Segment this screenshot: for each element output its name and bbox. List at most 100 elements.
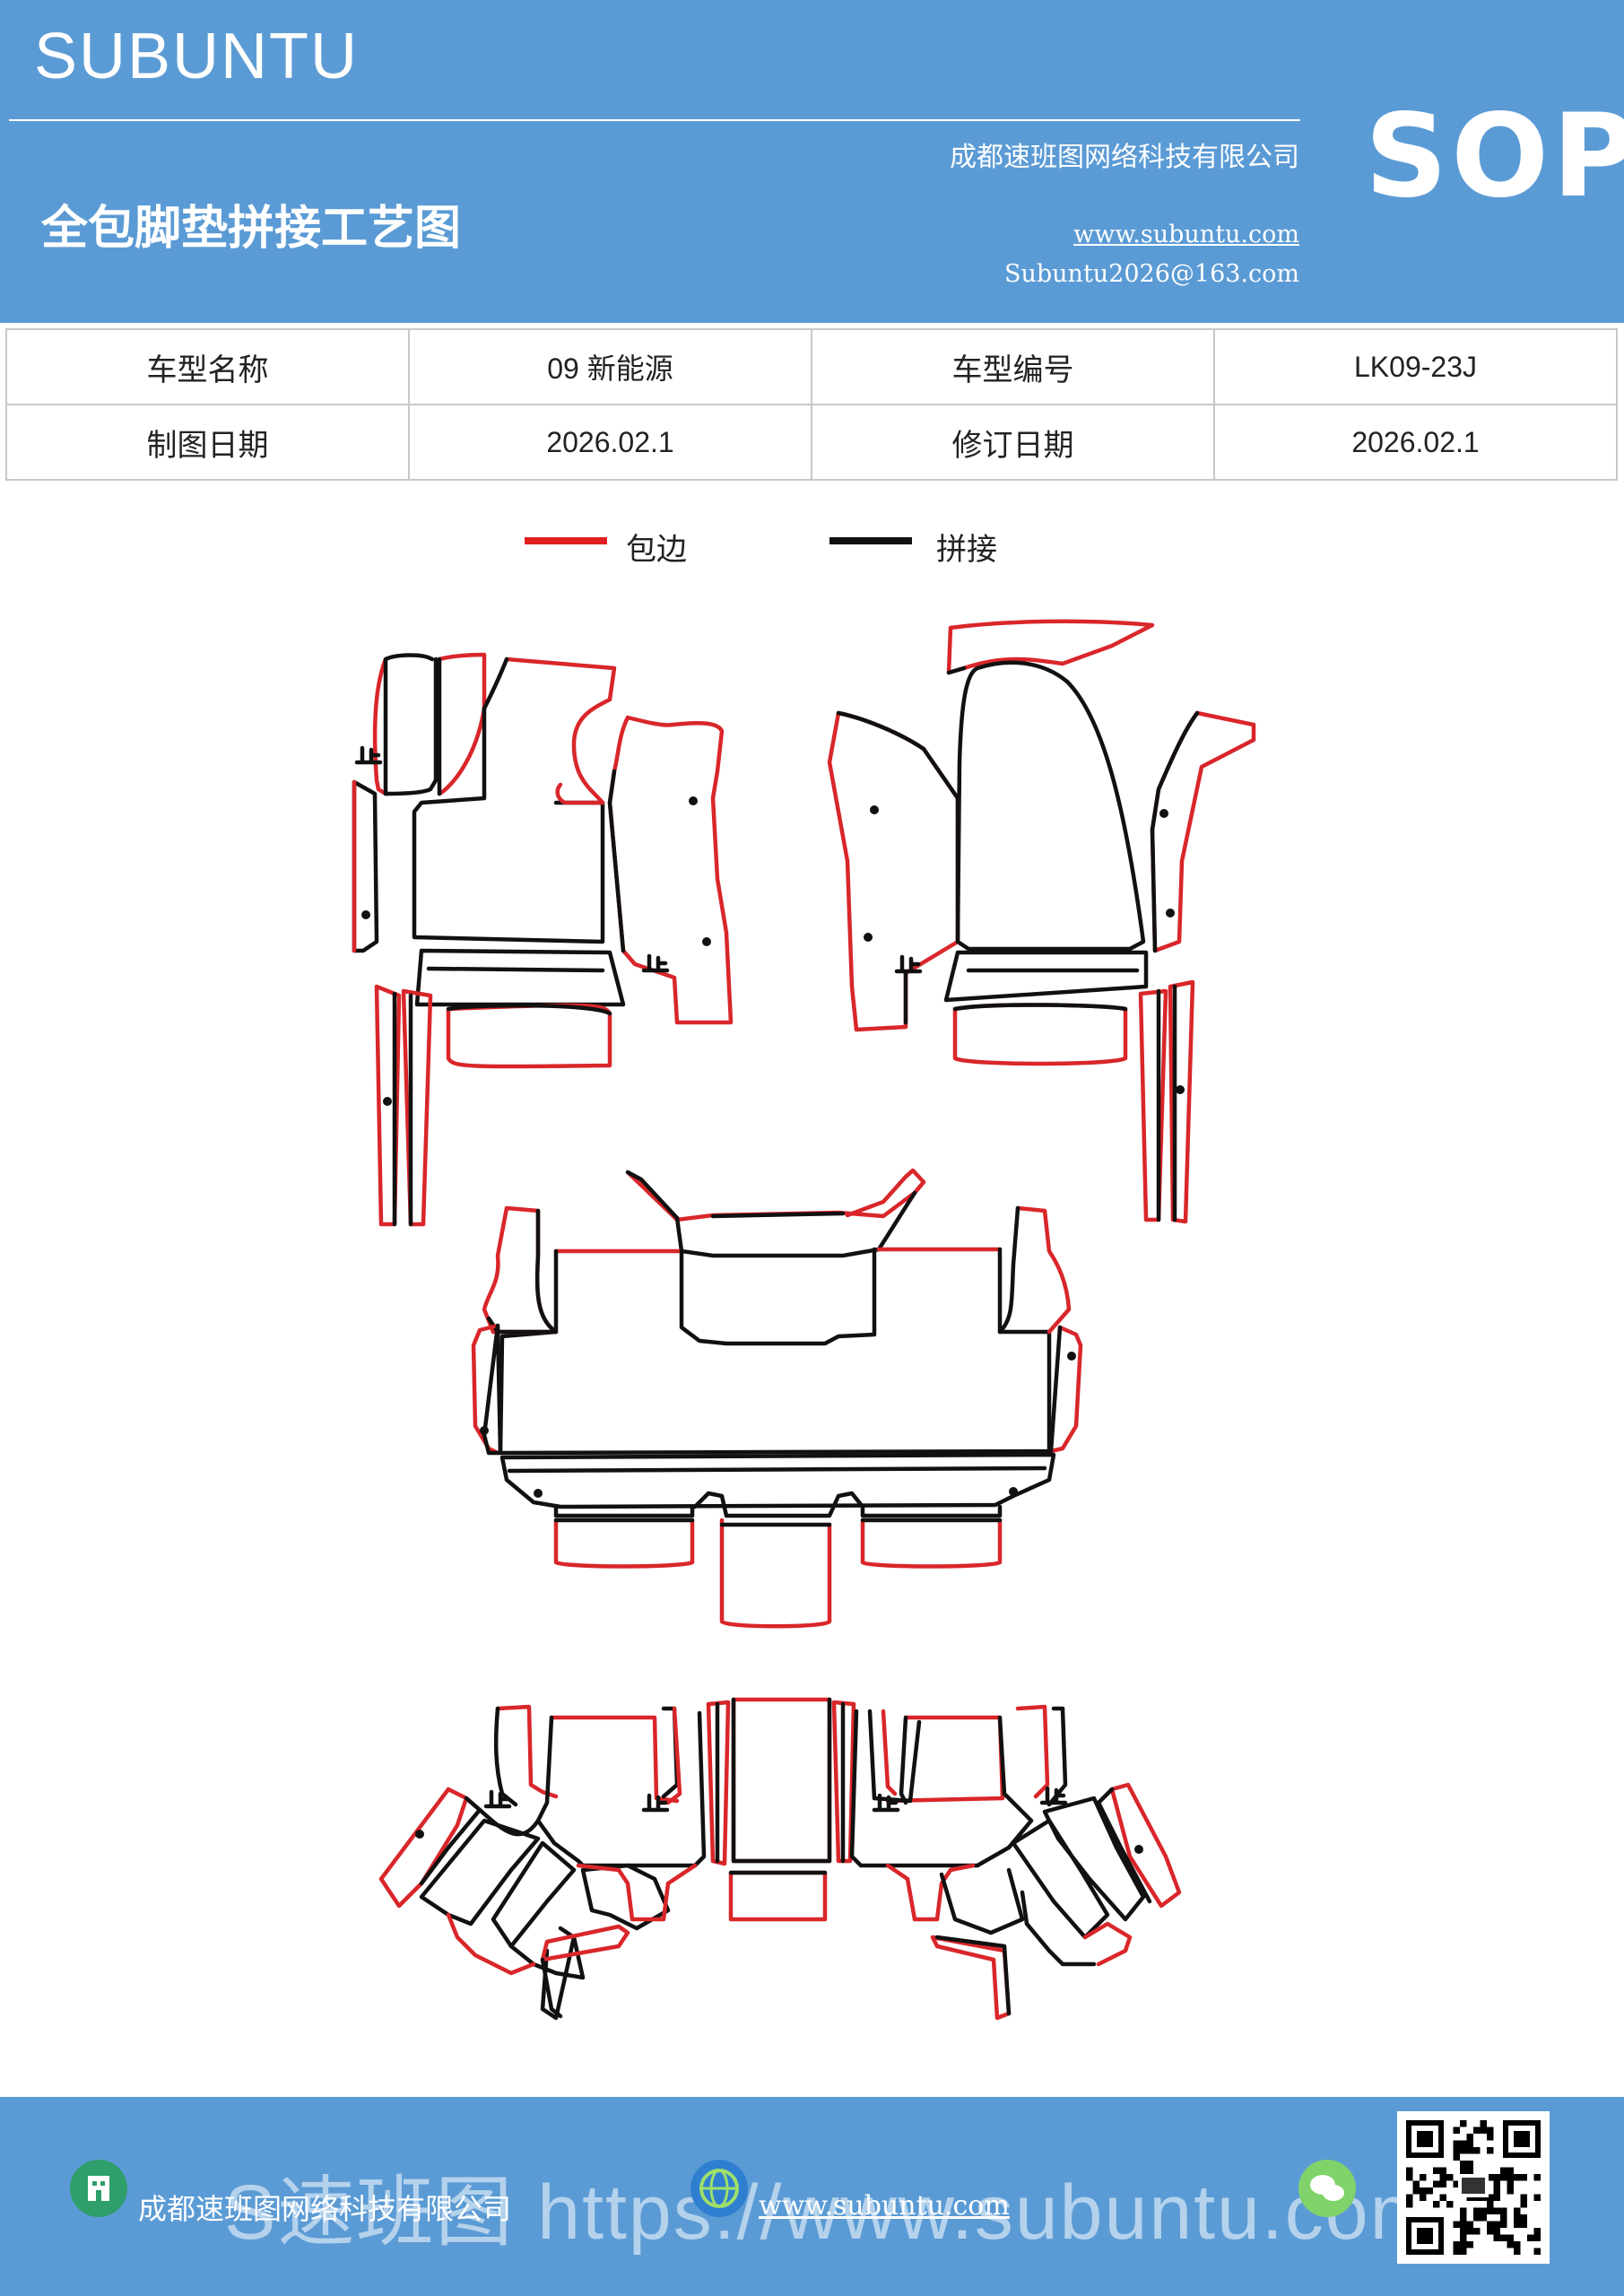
- fastener-dot: [864, 933, 873, 942]
- mat-piece-51: [1048, 1325, 1063, 1454]
- mat-piece-95: [1096, 1787, 1152, 1904]
- mat-piece-97: [1011, 1818, 1110, 1940]
- website-link[interactable]: www.subuntu.com: [1073, 221, 1299, 248]
- fastener-dot: [361, 910, 370, 919]
- mat-piece-15: [426, 966, 605, 973]
- mat-piece-43: [679, 1247, 877, 1346]
- mat-piece-9: [555, 782, 605, 805]
- mat-piece-70: [477, 1807, 541, 1837]
- mat-piece-32: [952, 1003, 1128, 1066]
- floor-mat-diagram: [352, 619, 1256, 2021]
- mat-piece-4: [437, 652, 487, 796]
- mat-piece-91: [867, 1709, 922, 1804]
- mat-piece-99: [1020, 1890, 1097, 1967]
- mat-piece-36: [1168, 979, 1195, 1224]
- fastener-dot: [870, 805, 879, 814]
- mat-piece-50: [1048, 1325, 1083, 1454]
- mat-piece-100: [885, 1863, 976, 1922]
- mat-piece-98: [1082, 1921, 1133, 1967]
- legend-label-seam: 拼接: [936, 532, 997, 568]
- fastener-dot: [383, 1097, 392, 1106]
- building-icon: [70, 2160, 127, 2217]
- fastener-dot: [480, 1426, 489, 1435]
- mat-piece-46: [471, 1323, 500, 1456]
- mat-piece-29: [1150, 710, 1200, 953]
- mat-piece-23: [946, 665, 967, 675]
- mat-piece-44: [482, 1205, 559, 1335]
- anchor-mark: [872, 1793, 900, 1813]
- fastener-dot: [689, 796, 698, 805]
- mat-piece-3: [383, 657, 439, 796]
- footer-website[interactable]: www.subuntu.com: [759, 2190, 1010, 2222]
- mat-piece-34: [1138, 988, 1168, 1222]
- mat-piece-78: [540, 1924, 630, 1962]
- model-name-value: 09 新能源: [408, 328, 812, 405]
- mat-piece-61: [860, 1504, 1003, 1523]
- mat-piece-20: [401, 988, 433, 1227]
- model-name-label: 车型名称: [5, 328, 410, 405]
- mat-piece-58: [692, 1491, 865, 1518]
- mat-piece-48: [1015, 1205, 1072, 1335]
- mat-piece-14: [414, 948, 626, 1007]
- model-code-label: 车型编号: [811, 328, 1215, 405]
- mat-piece-84: [831, 1700, 856, 1864]
- mat-piece-74: [446, 1912, 536, 1976]
- contact-email[interactable]: Subuntu2026@163.com: [1004, 260, 1299, 288]
- mat-piece-67: [665, 1706, 682, 1805]
- mat-piece-80: [706, 1700, 731, 1866]
- mat-piece-76: [576, 1863, 698, 1922]
- table-row: 制图日期 2026.02.1 修订日期 2026.02.1: [5, 404, 1618, 481]
- anchor-mark: [641, 953, 670, 973]
- mat-piece-6: [412, 706, 605, 944]
- mat-piece-10: [352, 779, 379, 953]
- fastener-dot: [1134, 1845, 1143, 1854]
- legend-label-edge: 包边: [626, 532, 687, 568]
- fastener-dot: [1159, 809, 1168, 818]
- anchor-mark: [1039, 1786, 1068, 1805]
- fastener-dot: [534, 1489, 543, 1498]
- anchor-mark: [894, 954, 923, 974]
- mat-piece-69: [419, 1796, 482, 1886]
- mat-piece-41: [553, 1247, 1003, 1254]
- mat-piece-42: [498, 1247, 1052, 1456]
- mat-piece-7: [504, 657, 617, 805]
- mat-piece-71: [419, 1818, 541, 1926]
- mat-piece-79: [540, 1957, 563, 2019]
- mat-piece-53: [507, 1465, 1047, 1474]
- mat-piece-64: [549, 1715, 680, 1804]
- mat-piece-82: [731, 1697, 832, 1864]
- mat-piece-65: [535, 1710, 707, 1868]
- anchor-mark: [354, 745, 383, 765]
- fastener-dot: [1166, 909, 1175, 918]
- header-band: SUBUNTU 成都速班图网络科技有限公司 全包脚垫拼接工艺图 www.subu…: [0, 0, 1624, 323]
- mat-piece-92: [881, 1709, 898, 1796]
- mat-piece-88: [1015, 1704, 1050, 1799]
- globe-icon: [690, 2160, 748, 2217]
- mat-piece-102: [930, 1935, 1012, 2021]
- mat-piece-49: [997, 1205, 1020, 1335]
- mat-piece-60: [860, 1518, 1003, 1569]
- mat-piece-103: [934, 1935, 1012, 2016]
- fastener-dot: [1176, 1085, 1185, 1094]
- mat-piece-16: [446, 1003, 612, 1069]
- mat-piece-101: [939, 1867, 1025, 1935]
- document-title: 全包脚垫拼接工艺图: [41, 202, 462, 256]
- mat-piece-55: [553, 1518, 695, 1569]
- draw-date-value: 2026.02.1: [408, 404, 812, 481]
- mat-piece-2: [383, 653, 435, 796]
- legend-swatch-edge: [525, 537, 607, 544]
- mat-piece-13: [607, 769, 626, 953]
- qr-code[interactable]: [1397, 2111, 1550, 2264]
- mat-piece-33: [952, 1003, 1128, 1012]
- mat-piece-17: [446, 1003, 612, 1016]
- header-rule: [9, 119, 1300, 121]
- footer-watermark: S速班图 https://www.subuntu.com: [224, 2170, 1437, 2256]
- fastener-dot: [415, 1830, 424, 1839]
- mat-piece-26: [836, 710, 960, 944]
- brand-name: SUBUNTU: [34, 21, 360, 92]
- legend-swatch-seam: [829, 537, 912, 544]
- mat-piece-47: [482, 1323, 503, 1456]
- mat-piece-94: [1109, 1782, 1182, 1909]
- fastener-dot: [1009, 1487, 1018, 1496]
- mat-piece-86: [728, 1870, 828, 1922]
